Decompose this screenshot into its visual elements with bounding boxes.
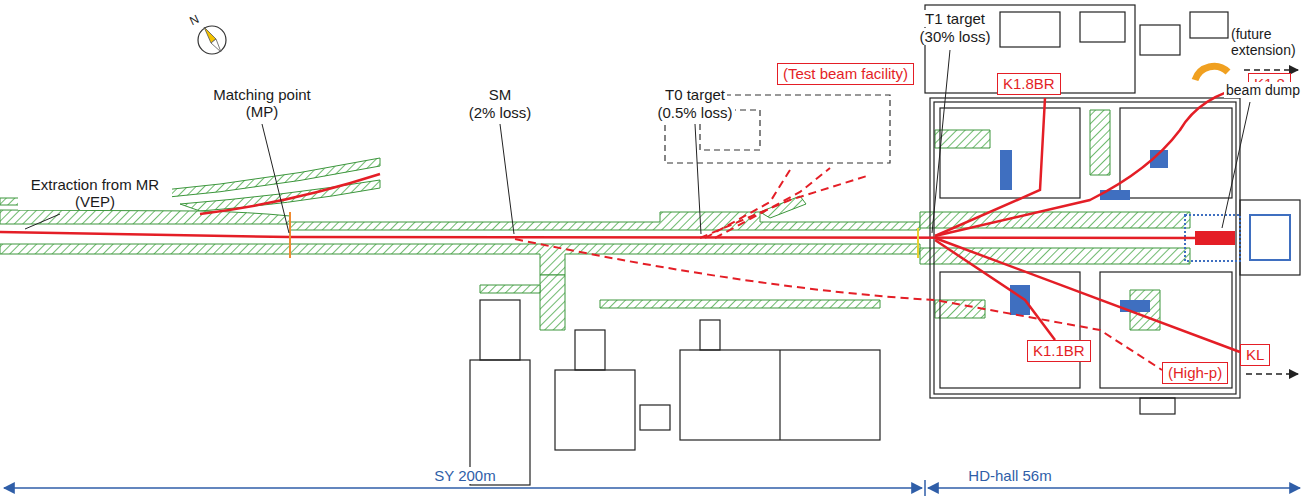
dimension-line (928, 487, 1300, 489)
location-label: (2% loss) (467, 104, 534, 121)
beamline-label-box: (Test beam facility) (777, 63, 914, 85)
shielding-wall (0, 244, 920, 275)
beamline-name: K1.8BR (1003, 75, 1055, 93)
building-outline (470, 5, 1300, 485)
magnet-block (1250, 215, 1290, 260)
building-outline (555, 370, 635, 450)
beamline-label-box: K1.1BR (1027, 340, 1091, 362)
location-label: (30% loss) (918, 28, 993, 45)
building-outline (940, 108, 1080, 198)
location-label: Matching point (MP) (203, 86, 322, 120)
building-outline (1100, 272, 1232, 388)
building-outline (779, 350, 780, 440)
building-outline (1140, 25, 1180, 55)
compass-letter: N (185, 11, 202, 29)
shielding-wall (935, 130, 990, 148)
shielding-wall (1090, 110, 1110, 175)
beamline-name: (Test beam facility) (783, 65, 908, 83)
shielding-wall (0, 210, 290, 224)
compass (198, 26, 226, 54)
shielding-wall (540, 275, 565, 330)
magnet-block (1000, 150, 1012, 190)
leader-line (262, 124, 289, 233)
compass (198, 26, 226, 54)
beamline-label-box: KL (1240, 344, 1270, 366)
planned-beamline (705, 170, 790, 238)
building-outline (934, 102, 1236, 394)
beamline-name: (High-p) (1168, 364, 1222, 382)
extension-arrow (1244, 70, 1298, 374)
shielding-wall (760, 196, 806, 218)
building-outline (575, 330, 605, 370)
planned-beamline (515, 239, 1162, 370)
shielding-wall (600, 300, 880, 308)
leader-line (932, 50, 950, 233)
marker-line (289, 212, 291, 258)
magnet-block (1010, 285, 1030, 315)
leader-line (25, 214, 60, 229)
leader-line (1222, 102, 1250, 228)
location-label: beam dump (1224, 82, 1302, 98)
location-label: (future extension) (1229, 26, 1303, 58)
building-outline (1080, 12, 1125, 42)
shielding-wall (290, 212, 920, 230)
planned-beamline (515, 168, 1162, 370)
beamline-label-box: K1.8BR (997, 73, 1061, 95)
building-outline (1190, 12, 1228, 38)
beamline (200, 174, 380, 214)
compass (211, 39, 221, 52)
building-outline (1000, 12, 1060, 47)
marker-line (290, 212, 918, 258)
magnet-block (1000, 150, 1290, 315)
dimension-line (4, 487, 922, 489)
dimension-line (924, 480, 926, 496)
magnet-block (1120, 300, 1150, 312)
beam-dump-block (1195, 231, 1235, 245)
location-label: T1 target (923, 10, 987, 27)
location-label: Extraction from MR (VEP) (18, 176, 172, 210)
building-outline (1140, 398, 1175, 414)
spectrometer-magnet (1195, 66, 1228, 80)
planned-beamline (715, 168, 830, 238)
location-label: T0 target (663, 86, 727, 103)
building-outline (1240, 200, 1300, 275)
building-outline (480, 300, 520, 360)
beamline (935, 86, 1248, 236)
extension-arrow (1244, 69, 1298, 71)
beamline-name: K1.1BR (1033, 342, 1085, 360)
beamline (935, 238, 1240, 352)
building-outline (640, 405, 670, 430)
dimension-text: HD-hall 56m (966, 467, 1053, 484)
building-outline (700, 320, 720, 350)
building-outline (930, 98, 1240, 398)
beamline-name: KL (1246, 346, 1264, 364)
beamline (0, 232, 1200, 238)
beamline-label-box: (High-p) (1162, 362, 1228, 384)
location-label: SM (487, 86, 514, 103)
planned-beamline (700, 175, 870, 238)
beamline (0, 86, 1248, 352)
building-outline (680, 350, 880, 440)
leader-line (25, 50, 1250, 234)
shielding-wall (480, 285, 540, 293)
dimension-text: SY 200m (432, 467, 497, 484)
extension-arrow (1246, 373, 1298, 375)
building-outline (1120, 108, 1232, 198)
dimension-line (4, 480, 1300, 496)
beamline (935, 240, 1055, 340)
leader-line (500, 124, 514, 234)
location-label: (0.5% loss) (655, 104, 734, 121)
shielding-wall (0, 110, 1190, 330)
leader-line (695, 124, 701, 234)
marker-line (917, 228, 919, 258)
shielding-wall (935, 300, 985, 318)
